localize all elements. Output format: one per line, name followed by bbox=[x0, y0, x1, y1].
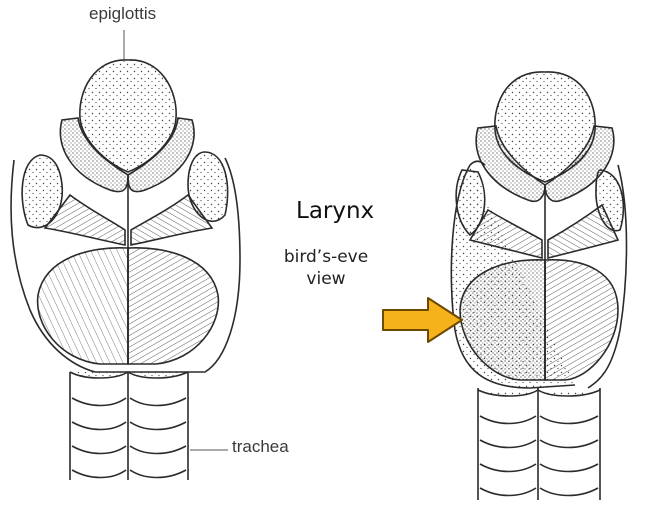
epiglottis-label: epiglottis bbox=[89, 4, 156, 24]
right-arrow-icon bbox=[383, 298, 462, 342]
trachea-left bbox=[70, 372, 188, 480]
muscle-right-b bbox=[545, 260, 618, 380]
diagram-subtitle: bird’s-eve view bbox=[276, 246, 376, 290]
diagram-title: Larynx bbox=[296, 198, 374, 224]
muscle-left-b bbox=[128, 248, 218, 364]
trachea-right bbox=[478, 388, 600, 500]
larynx-left bbox=[11, 60, 240, 480]
larynx-right bbox=[451, 72, 626, 500]
muscle-left-a bbox=[38, 248, 128, 364]
trachea-label: trachea bbox=[232, 437, 289, 457]
